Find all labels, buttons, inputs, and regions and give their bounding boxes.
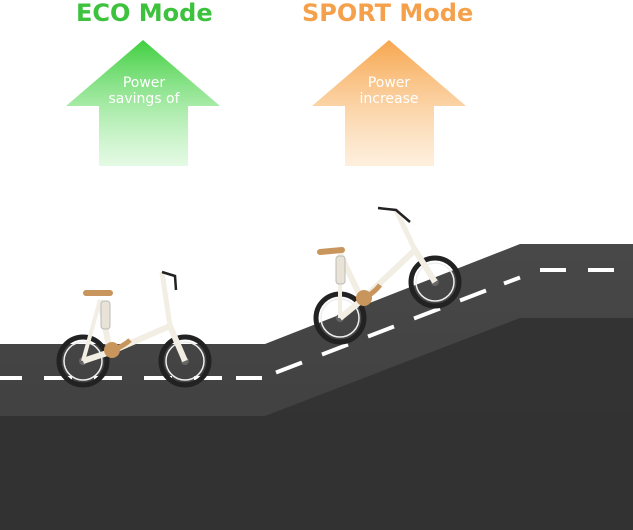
eco-bike-icon xyxy=(56,270,212,388)
sport-arrow-text: Power increase xyxy=(334,75,444,107)
sport-bike-icon xyxy=(313,206,462,345)
eco-arrow-text-line1: Power xyxy=(122,75,166,91)
eco-arrow-text: Power savings of xyxy=(89,75,199,107)
sport-arrow-icon xyxy=(312,40,466,166)
sport-arrow-text-line2: increase xyxy=(359,91,419,107)
road xyxy=(0,244,633,530)
sport-mode-title: SPORT Mode xyxy=(302,0,474,27)
eco-arrow-icon xyxy=(66,40,220,166)
lane-markings xyxy=(0,268,614,380)
eco-mode-title: ECO Mode xyxy=(76,0,213,27)
eco-arrow-text-line2: savings of xyxy=(108,91,180,107)
sport-arrow-text-line1: Power xyxy=(367,75,411,91)
